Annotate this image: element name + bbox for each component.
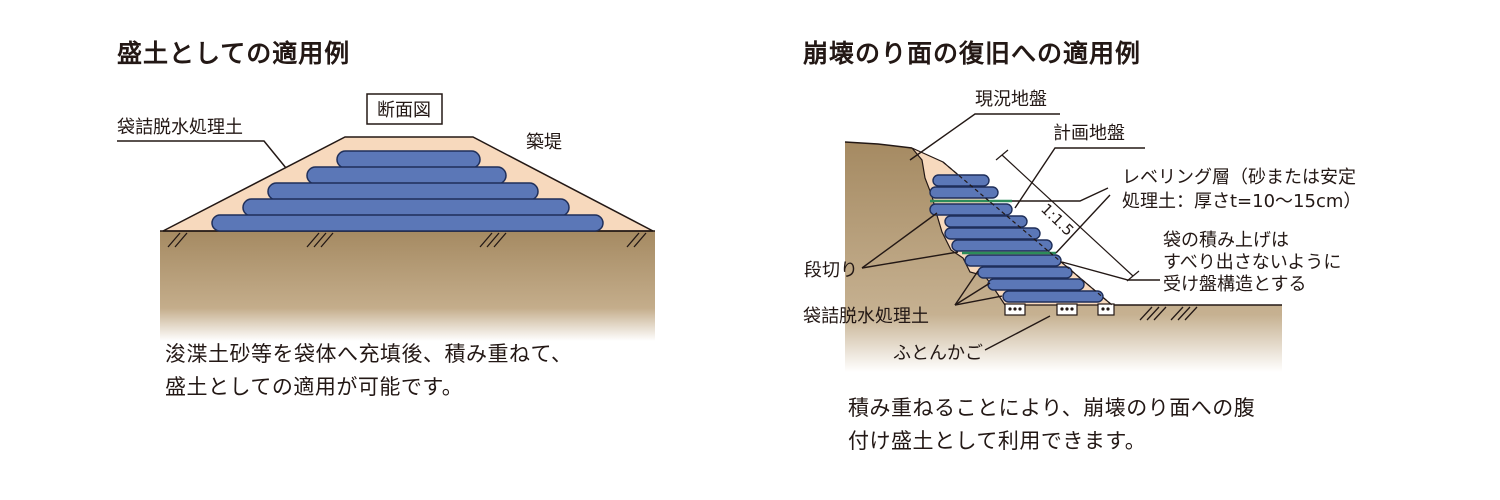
leveling-leader-2 xyxy=(1055,194,1111,254)
gabion-leader xyxy=(984,315,1051,351)
left-bag-stack xyxy=(211,150,604,232)
leveling-layers xyxy=(930,199,1056,255)
right-diagram: 1:1.5 現況地盤 計画地盤 レベリング層（砂または安定 処理土：厚さt=10… xyxy=(803,89,1361,372)
right-ground xyxy=(845,142,1282,372)
bag-row-3 xyxy=(267,182,539,201)
left-material-leader xyxy=(117,140,287,169)
stacking-label-line2: すべり出さないように xyxy=(1163,252,1341,273)
right-material-leader-1 xyxy=(954,270,979,306)
right-material-leader-3 xyxy=(954,295,1003,306)
bag-row-4 xyxy=(242,198,570,217)
bag-row-5 xyxy=(211,214,604,232)
step-cut-leader-1 xyxy=(861,212,938,269)
step-cut-label: 段切り xyxy=(804,260,858,281)
leveling-label-line1: レベリング層（砂または安定 xyxy=(1122,167,1356,188)
left-caption-line2: 盛土としての適用が可能です。 xyxy=(165,375,464,399)
gabion-label: ふとんかご xyxy=(893,343,983,364)
right-ground-hatches xyxy=(1139,306,1198,321)
left-ground xyxy=(160,231,655,341)
existing-ground-line xyxy=(844,141,913,149)
planned-ground-label: 計画地盤 xyxy=(1053,123,1125,144)
right-caption: 積み重ねることにより、崩壊のり面への腹 付け盛土として利用できます。 xyxy=(848,392,1255,458)
stacking-label-line3: 受け盤構造とする xyxy=(1163,274,1306,295)
leveling-leader xyxy=(1012,187,1109,202)
embankment-label: 築堤 xyxy=(526,132,562,153)
bag-row-1 xyxy=(336,150,481,169)
bag-row-2 xyxy=(306,166,507,185)
existing-ground-label: 現況地盤 xyxy=(975,89,1047,110)
left-caption: 浚渫土砂等を袋体へ充填後、積み重ねて、 盛土としての適用が可能です。 xyxy=(165,338,572,404)
step-cut-leader-2 xyxy=(861,251,959,269)
gabion-mesh xyxy=(1008,307,1110,311)
right-caption-line1: 積み重ねることにより、崩壊のり面への腹 xyxy=(848,396,1256,420)
stacking-label-line1: 袋の積み上げは xyxy=(1163,230,1289,251)
leveling-label-line2: 処理土：厚さt=10～15cm） xyxy=(1122,191,1361,212)
stacking-leader xyxy=(1061,261,1160,281)
section-label-box xyxy=(366,93,443,125)
right-material-label: 袋詰脱水処理土 xyxy=(803,306,929,327)
section-label: 断面図 xyxy=(377,100,431,121)
left-ground-hatches xyxy=(167,232,647,248)
planned-ground-leader xyxy=(1014,147,1145,209)
left-diagram: 断面図 袋詰脱水処理土 築堤 xyxy=(117,93,655,341)
left-title: 盛土としての適用例 xyxy=(117,39,351,68)
right-material-leader-2 xyxy=(954,282,991,306)
planned-slope-line xyxy=(942,161,1113,306)
left-caption-line1: 浚渫土砂等を袋体へ充填後、積み重ねて、 xyxy=(165,342,573,366)
existing-ground-leader xyxy=(909,113,1060,161)
left-material-label: 袋詰脱水処理土 xyxy=(117,117,243,138)
right-title: 崩壊のり面の復旧への適用例 xyxy=(803,39,1142,68)
right-caption-line2: 付け盛土として利用できます。 xyxy=(848,429,1147,453)
right-bag-rows xyxy=(929,174,1104,303)
